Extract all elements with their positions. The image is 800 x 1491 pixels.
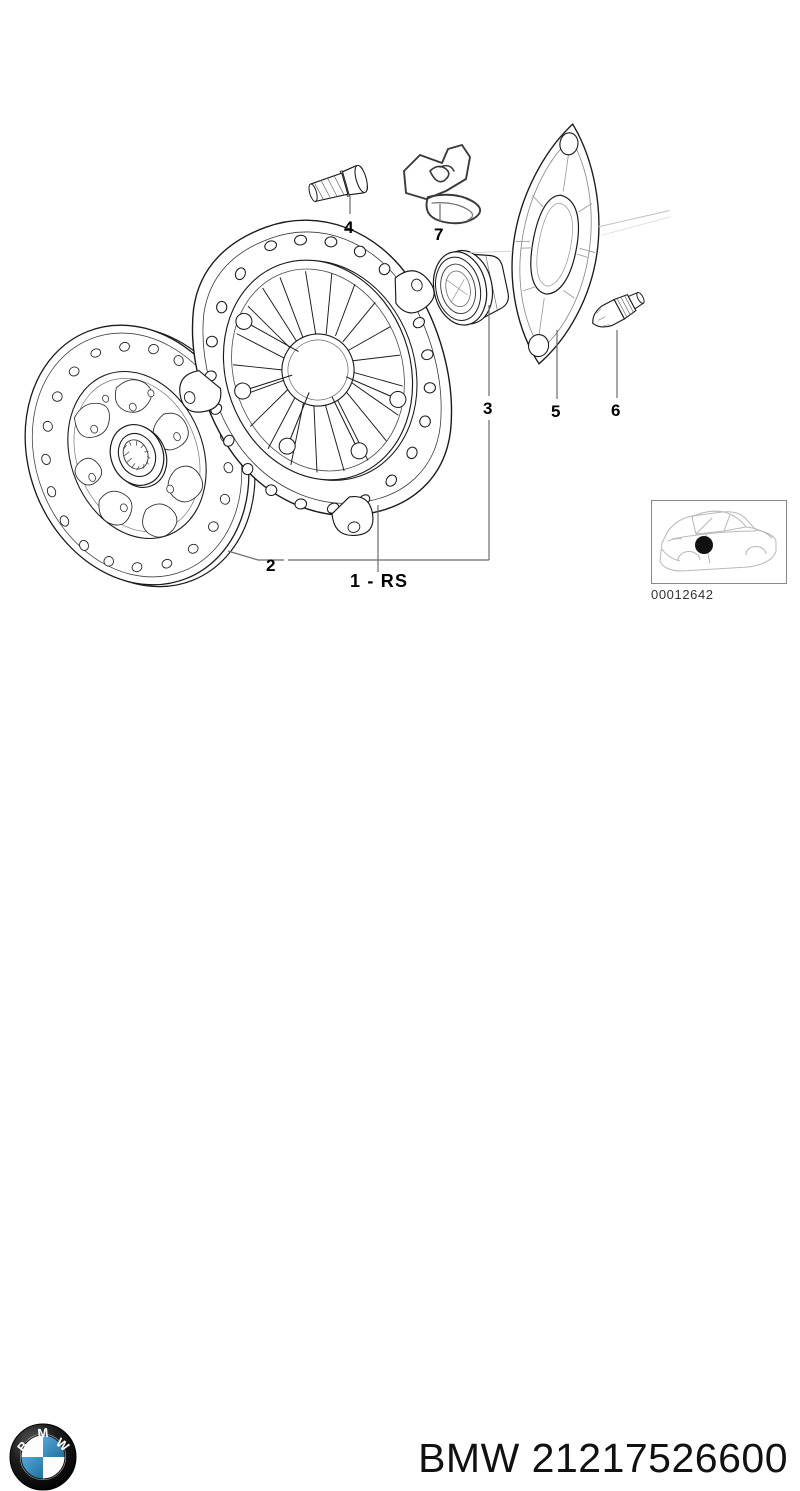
vehicle-outline-svg [659,510,777,572]
bmw-roundel-svg: B M W [9,1423,77,1491]
inset-reference-code: 00012642 [651,587,714,602]
callout-4: 4 [344,218,354,237]
retaining-spring-drawing [403,144,482,225]
brand-part-number: BMW 21217526600 [418,1435,788,1481]
bmw-roundel-logo: B M W [9,1423,77,1491]
release-lever-drawing [467,123,671,365]
footer-bar: B M W BMW 21217526600 [0,700,800,1491]
bolt-drawing [308,164,369,203]
callout-6: 6 [611,401,621,420]
location-marker-dot [695,536,713,554]
vehicle-location-thumbnail [651,500,787,584]
svg-text:M: M [37,1425,49,1441]
leader-2a [227,550,259,561]
ball-pin-drawing [592,291,645,328]
callout-7: 7 [434,225,444,244]
diagram-svg [24,123,671,588]
callout-3: 3 [483,399,493,418]
repair-set-bracket [288,420,490,572]
callout-5: 5 [551,402,561,421]
leader-lines [227,196,618,561]
release-bearing-drawing [432,249,509,326]
callout-2: 2 [266,556,276,575]
pressure-plate-drawing [179,219,453,536]
callout-1-rs: 1 - RS [350,571,409,591]
technical-illustration [0,0,800,700]
